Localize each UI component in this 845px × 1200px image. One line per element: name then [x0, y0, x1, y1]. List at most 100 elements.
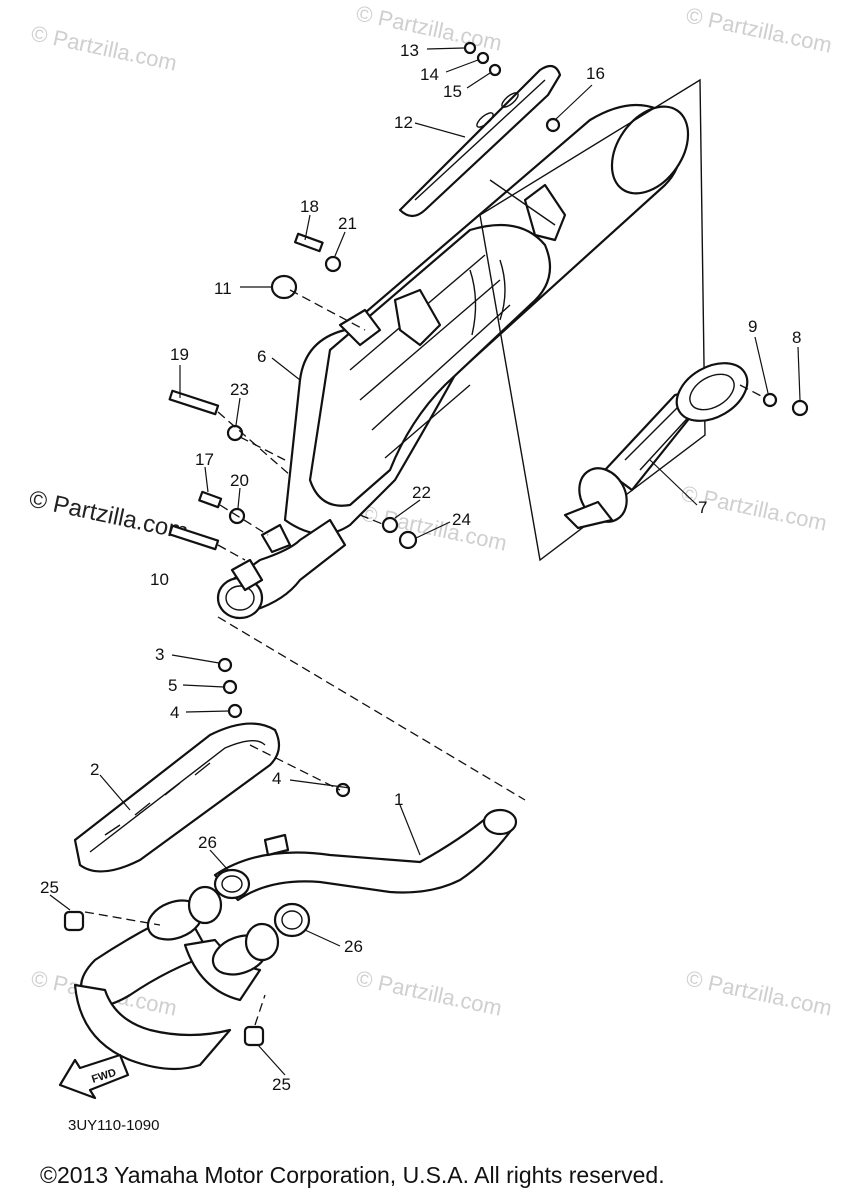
callout-4-upper: 4 — [170, 703, 179, 722]
heat-protector — [398, 64, 562, 218]
callout-4-lower: 4 — [272, 769, 281, 788]
leader-1 — [399, 804, 421, 856]
part-9-washer — [762, 392, 778, 408]
leader-5 — [182, 684, 225, 688]
watermark-top-right: © Partzilla.com — [684, 2, 834, 57]
part-19-bolt — [168, 389, 220, 416]
part-26-gasket-lower-bore — [281, 910, 303, 930]
muffler-mount-tab-left — [338, 308, 382, 347]
muffler-lower-tab — [260, 523, 292, 554]
dash-25-nut-right — [254, 994, 266, 1026]
muffler-mount-bracket-mid — [393, 288, 442, 347]
dash-17-bolt — [219, 504, 269, 536]
part-18-bolt — [293, 232, 324, 253]
callout-25-right: 25 — [272, 1075, 291, 1094]
part-25-nut-left — [63, 910, 85, 932]
callout-24: 24 — [452, 510, 471, 529]
shield-rib-2 — [359, 279, 501, 401]
watermark-top-left: © Partzilla.com — [29, 20, 179, 75]
watermark-mid-center: © Partzilla.com — [359, 500, 509, 555]
callout-12: 12 — [394, 113, 413, 132]
part-15-washer — [488, 63, 502, 77]
muffler-end-cap — [610, 105, 690, 195]
leader-6 — [271, 357, 301, 381]
dash-10-bolt — [217, 544, 246, 561]
part-26-gasket-lower — [273, 902, 311, 938]
dash-22-washer — [359, 514, 386, 526]
pipe-protector — [73, 722, 281, 873]
part-26-gasket-upper — [213, 868, 251, 900]
arrestor-outlet-tip — [563, 500, 614, 530]
part-11-collar — [270, 274, 298, 300]
dash-muffler-to-bracket — [289, 289, 366, 331]
leader-7 — [649, 459, 698, 506]
leader-23 — [235, 397, 241, 426]
callout-13: 13 — [400, 41, 419, 60]
arrestor-mesh-2 — [639, 409, 696, 471]
protector-rib — [414, 79, 546, 201]
leader-16 — [555, 84, 593, 120]
leader-14 — [445, 59, 479, 73]
muffler-mount-bracket-upper — [523, 183, 567, 242]
part-14-washer — [476, 51, 490, 65]
part-13-bolt — [463, 41, 477, 55]
copyright-notice: ©2013 Yamaha Motor Corporation, U.S.A. A… — [40, 1162, 665, 1188]
part-3-bolt — [217, 657, 233, 673]
leader-3 — [171, 654, 220, 664]
watermark-low-right: © Partzilla.com — [684, 965, 834, 1020]
callout-20: 20 — [230, 471, 249, 490]
part-25-nut-right — [243, 1025, 265, 1047]
part-22-washer — [381, 516, 399, 534]
dash-23-washer — [239, 436, 286, 461]
leader-15 — [466, 72, 491, 89]
leader-8 — [797, 346, 801, 401]
protector-slot-1 — [501, 92, 519, 108]
shield-rib-4 — [384, 384, 471, 459]
pipe-lower-bend — [73, 983, 232, 1071]
callout-14: 14 — [420, 65, 439, 84]
diagram-code: 3UY110-1090 — [68, 1117, 159, 1134]
part-17-bolt — [198, 490, 223, 509]
leader-12 — [414, 122, 466, 138]
watermark-left-prominent: © Partzilla.com — [27, 485, 191, 545]
header-port-right — [244, 922, 280, 962]
leader-26-lower — [304, 929, 341, 947]
callout-labels: 13 14 15 16 12 18 21 11 6 19 23 17 20 22… — [40, 41, 801, 1094]
callout-6: 6 — [257, 347, 266, 366]
arrestor-flange-inner — [689, 373, 735, 411]
pipe-protector-slot-row — [104, 762, 211, 836]
leader-9 — [754, 336, 769, 394]
callout-16: 16 — [586, 64, 605, 83]
pipe-protector-rib — [89, 740, 266, 853]
callout-11: 11 — [214, 279, 232, 298]
fwd-arrow-shape — [58, 1053, 130, 1100]
pipe-upper-run — [213, 812, 517, 902]
leader-17 — [204, 466, 209, 493]
callout-2: 2 — [90, 760, 99, 779]
part-5-washer — [222, 679, 238, 695]
callout-17: 17 — [195, 450, 214, 469]
spark-arrestor — [563, 362, 749, 530]
callout-3: 3 — [155, 645, 164, 664]
callout-1: 1 — [394, 790, 403, 809]
leader-26-upper — [209, 849, 229, 871]
callout-18: 18 — [300, 197, 319, 216]
muffler-outline-line-upper — [489, 179, 556, 226]
shield-slot-1 — [469, 269, 477, 336]
leader-4-upper — [185, 710, 230, 713]
callout-21: 21 — [338, 214, 357, 233]
callout-22: 22 — [412, 483, 431, 502]
callout-10: 10 — [150, 570, 169, 589]
leader-2 — [99, 774, 131, 811]
exhaust-pipe — [73, 808, 518, 1071]
muffler-inlet-clamp — [230, 558, 264, 592]
watermark-low-center: © Partzilla.com — [354, 965, 504, 1020]
muffler-inlet-bore — [225, 585, 255, 611]
callout-23: 23 — [230, 380, 249, 399]
part-23-washer — [226, 424, 244, 442]
arrestor-outline-box — [479, 78, 706, 562]
shield-slot-2 — [499, 259, 506, 321]
leader-20 — [237, 487, 241, 509]
leader-13 — [426, 47, 465, 50]
